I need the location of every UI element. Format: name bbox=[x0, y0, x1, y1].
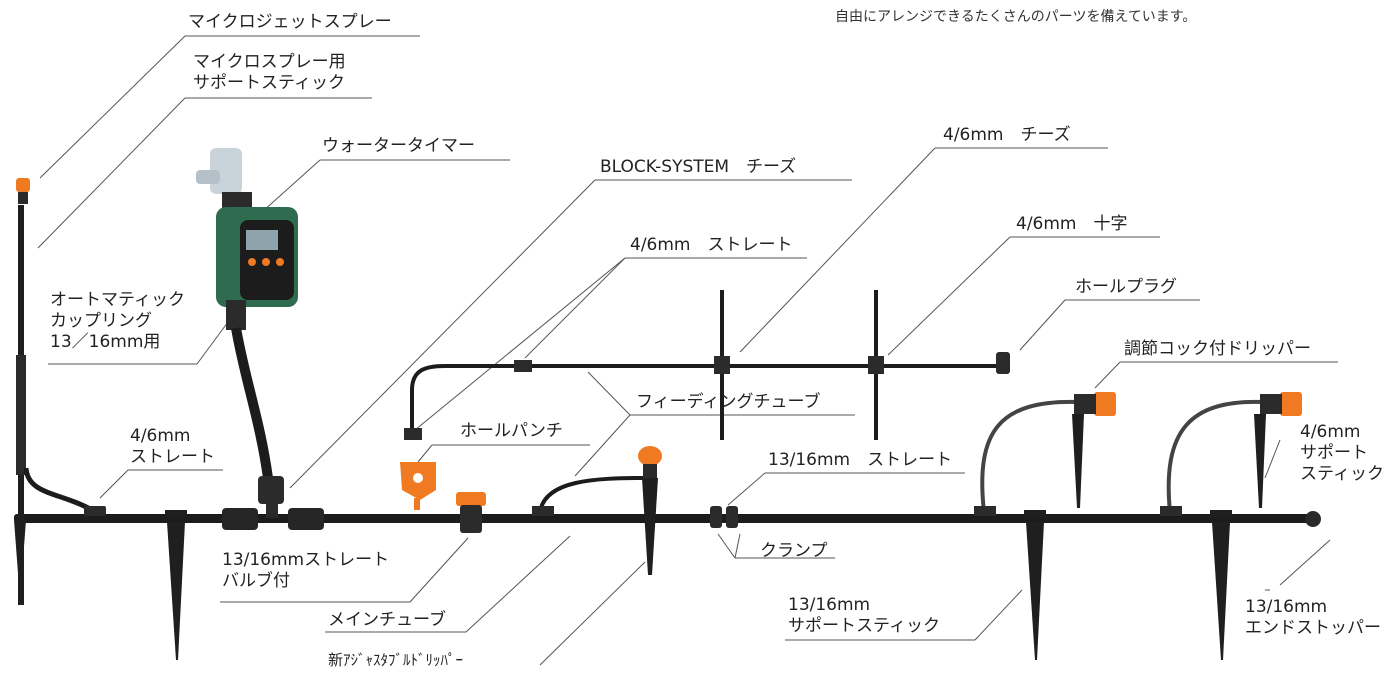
dripper-cock-2 bbox=[1254, 392, 1302, 508]
end-stopper bbox=[1305, 511, 1321, 527]
label-spray-support-stick: マイクロスプレー用サポートスティック bbox=[193, 52, 346, 93]
support-stakes bbox=[14, 510, 1232, 660]
label-hole-punch: ホールパンチ bbox=[460, 421, 563, 441]
label-main-tube: メインチューブ bbox=[328, 610, 446, 630]
label-dripper-cock: 調節コック付ドリッパー bbox=[1124, 339, 1311, 359]
micro-jet-spray-head bbox=[16, 178, 30, 192]
main-tube bbox=[14, 514, 1314, 523]
label-water-timer: ウォータータイマー bbox=[322, 136, 475, 156]
hole-punch bbox=[400, 462, 436, 510]
dripper-cock-1 bbox=[1072, 392, 1116, 508]
block-system-tee bbox=[288, 508, 324, 530]
label-tee-46: 4/6mm チーズ bbox=[943, 125, 1071, 145]
adjustable-dripper bbox=[638, 446, 662, 575]
label-straight-1316: 13/16mm ストレート bbox=[768, 450, 953, 470]
tee-46 bbox=[714, 356, 730, 374]
label-block-system-tee: BLOCK-SYSTEM チーズ bbox=[600, 157, 797, 177]
leader-lines bbox=[37, 35, 1338, 666]
intro-text: 自由にアレンジできるたくさんのパーツを備えています。 bbox=[835, 9, 1197, 25]
label-straight-46-top: 4/6mm ストレート bbox=[630, 235, 793, 255]
water-timer bbox=[196, 148, 298, 330]
label-adjustable-dripper: 新ｱｼﾞｬｽﾀﾌﾞﾙﾄﾞﾘｯﾊﾟｰ bbox=[328, 651, 464, 669]
label-clamp: クランプ bbox=[760, 541, 828, 561]
label-straight-valve: 13/16mmストレートバルブ付 bbox=[222, 550, 390, 591]
cross-46 bbox=[868, 356, 884, 374]
clamps bbox=[710, 506, 738, 528]
label-micro-jet-spray: マイクロジェットスプレー bbox=[188, 12, 392, 32]
hole-plug bbox=[996, 352, 1010, 374]
label-feeding-tube: フィーディングチューブ bbox=[636, 392, 821, 412]
straight-valve bbox=[222, 508, 258, 530]
timer-hose bbox=[231, 327, 273, 479]
label-hole-plug: ホールプラグ bbox=[1075, 277, 1177, 297]
label-cross-46: 4/6mm 十字 bbox=[1016, 214, 1128, 234]
